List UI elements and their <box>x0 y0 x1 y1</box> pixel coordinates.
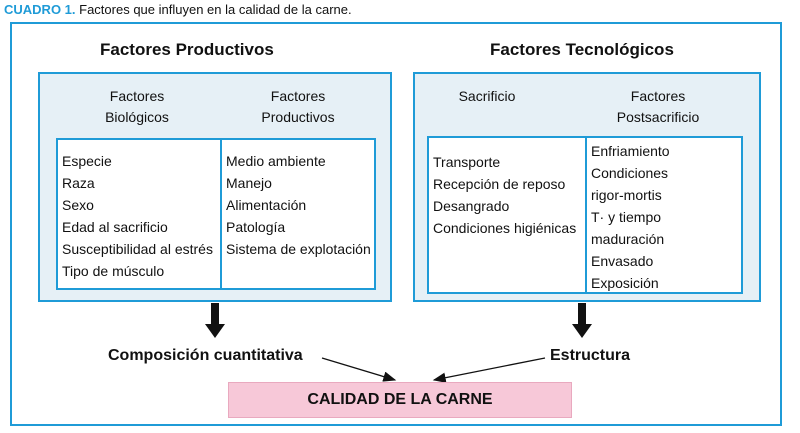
list-item: Especie <box>62 153 112 169</box>
title-line: Sacrificio <box>458 88 516 104</box>
title-line: Postsacrificio <box>616 109 700 125</box>
title-line: Biológicos <box>105 109 169 125</box>
right-heading: Factores Tecnológicos <box>490 40 674 59</box>
list-item: Sistema de explotación <box>226 241 371 257</box>
productive-factors-box: Especie Raza Sexo Edad al sacrificio Sus… <box>56 138 376 290</box>
list-item: Edad al sacrificio <box>62 219 168 235</box>
technological-factors-box: Transporte Recepción de reposo Desangrad… <box>427 136 743 294</box>
quantitative-composition-label: Composición cuantitativa <box>108 347 303 364</box>
list-item: rigor-mortis <box>591 187 662 203</box>
list-item: Susceptibilidad al estrés <box>62 241 213 257</box>
list-item: Exposición <box>591 275 659 291</box>
figure-caption: CUADRO 1. Factores que influyen en la ca… <box>4 2 352 17</box>
list-item: Condiciones <box>591 165 669 181</box>
list-item: maduración <box>591 231 665 247</box>
title-line: Factores <box>109 88 165 104</box>
list-item: T· y tiempo <box>591 209 662 225</box>
structure-label: Estructura <box>550 347 631 364</box>
list-item: Medio ambiente <box>226 153 326 169</box>
caption-label: CUADRO 1. <box>4 2 76 17</box>
list-item: Alimentación <box>226 197 307 213</box>
list-item: Condiciones higiénicas <box>433 220 577 236</box>
biological-factors-title: Factores Biológicos <box>82 86 192 128</box>
title-line: Factores <box>630 88 686 104</box>
left-to-result-arrow <box>321 357 397 382</box>
title-line: Productivos <box>261 109 335 125</box>
list-item: Envasado <box>591 253 654 269</box>
list-item: Raza <box>62 175 95 191</box>
list-item: Tipo de músculo <box>62 263 165 279</box>
list-item: Enfriamiento <box>591 143 670 159</box>
left-heading: Factores Productivos <box>100 40 274 59</box>
productive-factors-list: Medio ambiente Manejo Alimentación Patol… <box>220 140 374 288</box>
list-item: Patología <box>226 219 286 235</box>
slaughter-title: Sacrificio <box>447 86 527 107</box>
post-slaughter-title: Factores Postsacrificio <box>603 86 713 128</box>
left-down-arrow <box>205 303 225 338</box>
list-item: Manejo <box>226 175 272 191</box>
biological-factors-list: Especie Raza Sexo Edad al sacrificio Sus… <box>58 140 220 288</box>
post-slaughter-list: Enfriamiento Condiciones rigor-mortis T·… <box>585 138 741 292</box>
right-down-arrow <box>572 303 592 338</box>
right-to-result-arrow <box>432 357 546 383</box>
meat-quality-box: CALIDAD DE LA CARNE <box>228 382 572 418</box>
list-item: Recepción de reposo <box>433 176 566 192</box>
title-line: Factores <box>270 88 326 104</box>
list-item: Transporte <box>433 154 501 170</box>
list-item: Sexo <box>62 197 94 213</box>
caption-text: Factores que influyen en la calidad de l… <box>79 2 352 17</box>
slaughter-list: Transporte Recepción de reposo Desangrad… <box>429 138 585 292</box>
productive-factors-panel: Factores Biológicos Factores Productivos… <box>38 72 392 302</box>
technological-factors-panel: Sacrificio Factores Postsacrificio Trans… <box>413 72 761 302</box>
productive-factors-title: Factores Productivos <box>238 86 358 128</box>
list-item: Desangrado <box>433 198 510 214</box>
